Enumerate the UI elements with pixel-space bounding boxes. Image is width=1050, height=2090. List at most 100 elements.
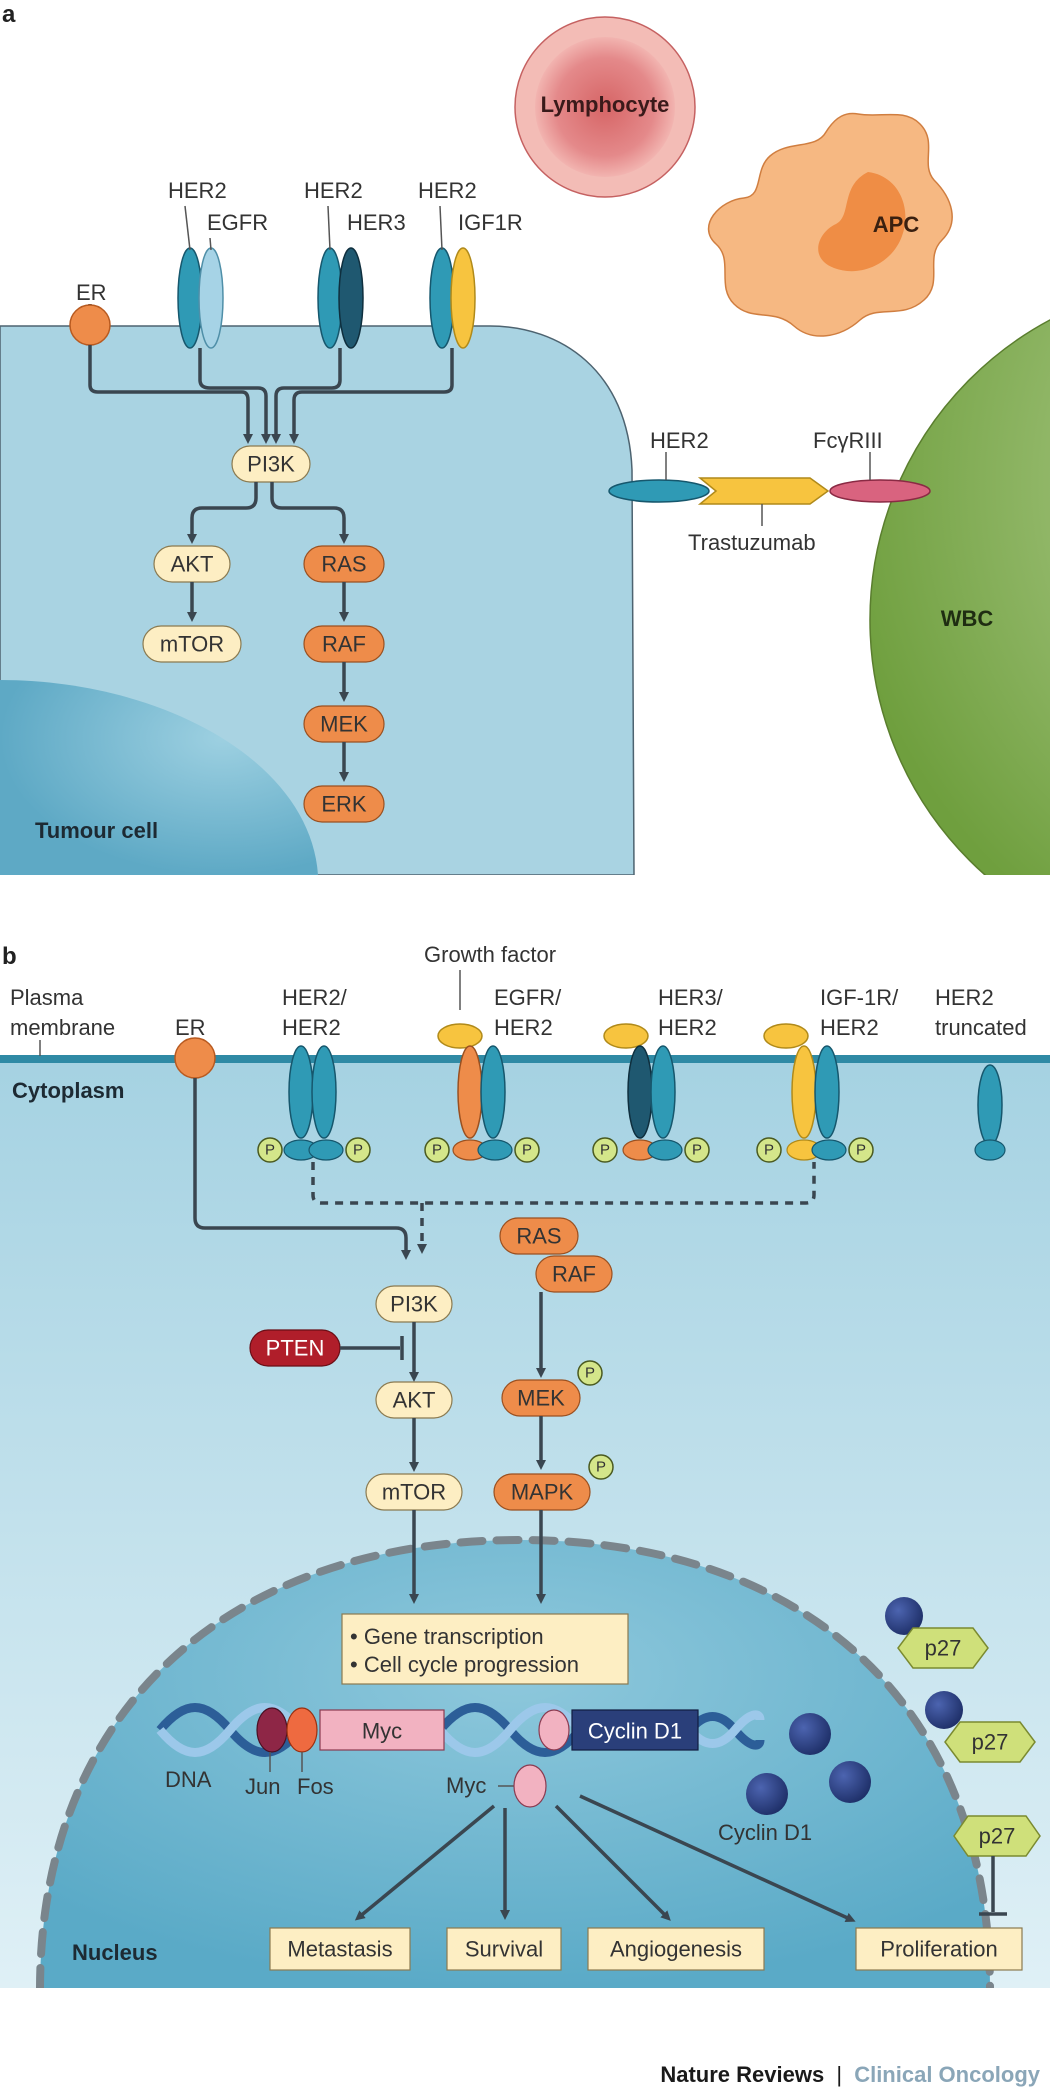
mek-label-b: MEK: [517, 1386, 565, 1411]
mek-label-a: MEK: [320, 712, 368, 737]
jun-label: Jun: [245, 1774, 280, 1799]
myc-free-label: Myc: [446, 1773, 486, 1798]
gene-box-line-2: • Cell cycle progression: [350, 1652, 579, 1677]
receptor-her3-her2-b: P P: [592, 1023, 710, 1163]
receptor-igf1r-her2-b: P P: [756, 1023, 874, 1163]
er-label: ER: [76, 280, 107, 305]
her2-receptor-horizontal: [608, 479, 710, 503]
receptor-b2-l2: HER2: [494, 1015, 553, 1040]
ras-label-b: RAS: [516, 1224, 561, 1249]
er-receptor: [69, 304, 111, 346]
outcome-metastasis: [269, 1927, 411, 1971]
dna-label: DNA: [165, 1767, 212, 1792]
myc-protein-bound: [538, 1709, 570, 1751]
p27-partner-ball: [925, 1691, 963, 1729]
wbc-cell: WBC: [869, 319, 1050, 875]
p-label: P: [522, 1142, 532, 1159]
p-label: P: [585, 1365, 595, 1382]
raf-label-a: RAF: [322, 632, 366, 657]
fcgriii-label: FcγRIII: [813, 428, 883, 453]
pten-label: PTEN: [266, 1336, 325, 1361]
journal-section: Clinical Oncology: [854, 2062, 1041, 2087]
receptor-b2-l1: EGFR/: [494, 985, 562, 1010]
p27-label: p27: [979, 1824, 1016, 1849]
dashed-signal-path: [311, 1162, 816, 1205]
p-label: P: [596, 1459, 606, 1476]
p27-label: p27: [925, 1636, 962, 1661]
mtor-label-a: mTOR: [160, 632, 224, 657]
gene-transcription-box: [341, 1613, 629, 1685]
pi3k-label-b: PI3K: [390, 1292, 438, 1317]
receptor-a3-bottom: IGF1R: [458, 210, 523, 235]
p27-partner-ball: [885, 1597, 923, 1635]
mtor-label-b: mTOR: [382, 1480, 446, 1505]
p-label: P: [692, 1142, 702, 1159]
cyclin-d1-ball: [789, 1713, 831, 1755]
outcome-angiogenesis-label: Angiogenesis: [610, 1937, 742, 1962]
gene-box-line-1: • Gene transcription: [350, 1624, 544, 1649]
receptor-her2-her2-b: P P: [257, 1045, 371, 1163]
pi3k-label-a: PI3K: [247, 452, 295, 477]
lymphocyte: Lymphocyte: [514, 16, 696, 198]
p-label: P: [600, 1142, 610, 1159]
receptor-a1-top: HER2: [168, 178, 227, 203]
plasma-membrane: [0, 1055, 1050, 1063]
p-label: P: [764, 1142, 774, 1159]
myc-gene-block: [319, 1709, 445, 1751]
erk-node-a: [303, 785, 385, 823]
p27-label: p27: [972, 1730, 1009, 1755]
fcgriii-receptor: [829, 479, 931, 503]
receptor-a2-bottom: HER3: [347, 210, 406, 235]
outcome-survival: [446, 1927, 562, 1971]
apc-cell: APC: [707, 112, 953, 337]
fos-label: Fos: [297, 1774, 334, 1799]
cyclin-d1-free-label: Cyclin D1: [718, 1820, 812, 1845]
p27-hexagon: [944, 1721, 1036, 1763]
receptor-b5-l2: truncated: [935, 1015, 1027, 1040]
jun-protein: [256, 1707, 288, 1753]
akt-label-b: AKT: [393, 1388, 436, 1413]
p-label: P: [353, 1142, 363, 1159]
akt-label-a: AKT: [171, 552, 214, 577]
panel-b-label: b: [2, 943, 17, 970]
raf-node-b: [535, 1255, 613, 1293]
receptor-a1-bottom: EGFR: [207, 210, 268, 235]
mtor-node-a: [142, 625, 242, 663]
receptor-her2-truncated-b: [974, 1064, 1006, 1161]
receptor-b4-l1: IGF-1R/: [820, 985, 899, 1010]
cyclin-d1-gene-block: [571, 1709, 699, 1751]
plasma-membrane-label-2: membrane: [10, 1015, 115, 1040]
cyclin-d1-ball: [746, 1773, 788, 1815]
fos-protein: [286, 1707, 318, 1753]
p27-hexagon: [953, 1815, 1041, 1857]
p-label: P: [265, 1142, 275, 1159]
p-label: P: [856, 1142, 866, 1159]
nucleus-label: Nucleus: [72, 1940, 158, 1965]
ras-label-a: RAS: [321, 552, 366, 577]
receptor-b3-l2: HER2: [658, 1015, 717, 1040]
ras-node-b: [499, 1217, 579, 1255]
raf-label-b: RAF: [552, 1262, 596, 1287]
p27-hexagon: [897, 1627, 989, 1669]
panel-a-label: a: [2, 1, 16, 28]
cytoplasm-label: Cytoplasm: [12, 1078, 124, 1103]
tumour-cell: [0, 325, 635, 875]
receptor-b4-l2: HER2: [820, 1015, 879, 1040]
cyclin-d1-ball: [829, 1761, 871, 1803]
receptor-egfr-her2-b: P P: [424, 1023, 540, 1163]
erk-label-a: ERK: [321, 792, 367, 817]
receptor-a3-top: HER2: [418, 178, 477, 203]
journal-credit: Nature Reviews | Clinical Oncology: [660, 2062, 1040, 2087]
myc-protein-free: [513, 1764, 547, 1808]
p-label: P: [432, 1142, 442, 1159]
growth-factor-label: Growth factor: [424, 942, 556, 967]
her2-label-a: HER2: [650, 428, 709, 453]
outcome-metastasis-label: Metastasis: [287, 1937, 392, 1962]
receptor-b5-l1: HER2: [935, 985, 994, 1010]
receptor-her2-egfr: HER2 EGFR: [168, 178, 268, 349]
receptor-a2-top: HER2: [304, 178, 363, 203]
apc-label: APC: [873, 212, 920, 237]
receptor-her2-her3: HER2 HER3: [304, 178, 406, 349]
outcome-proliferation-label: Proliferation: [880, 1937, 997, 1962]
